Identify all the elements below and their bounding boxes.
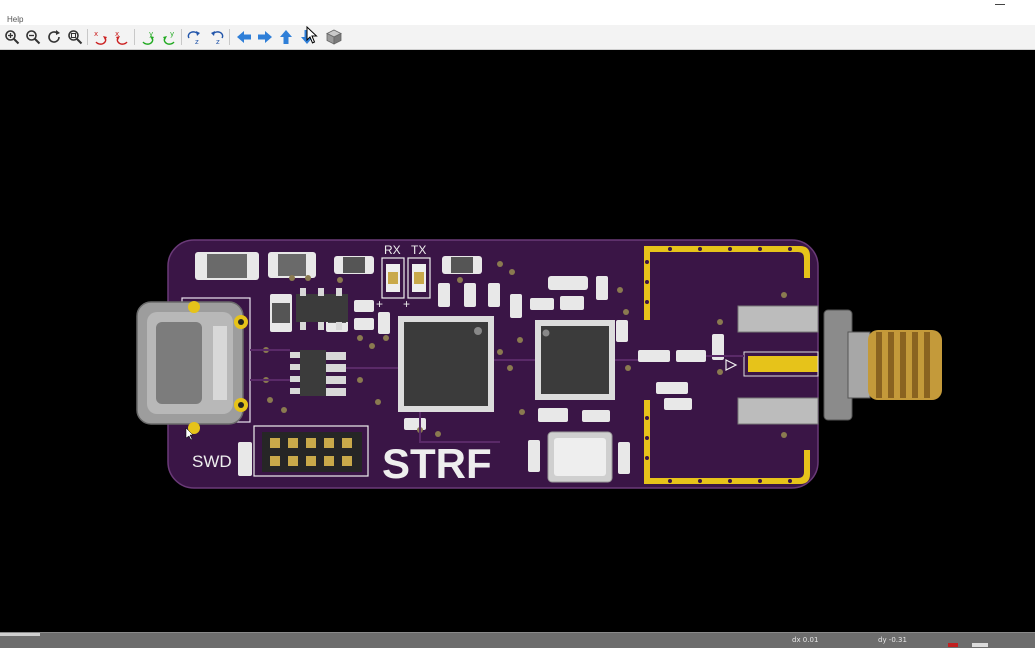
3d-viewport[interactable]: RX TX + + SWD STRF xyxy=(0,50,1035,632)
status-light-indicator xyxy=(972,643,988,647)
status-dx: dx 0.01 xyxy=(792,636,819,644)
rx-label: RX xyxy=(384,243,401,257)
rotate-y-cw-icon[interactable]: y xyxy=(139,28,157,46)
usb-c-connector xyxy=(136,301,248,434)
vias xyxy=(263,261,787,438)
svg-text:y: y xyxy=(149,30,153,38)
sma-thread xyxy=(868,330,942,400)
menu-bar: Help xyxy=(0,0,1035,25)
status-red-indicator xyxy=(948,643,958,647)
rotate-z-cw-icon[interactable]: z xyxy=(186,28,204,46)
svg-text:y: y xyxy=(170,30,174,38)
copper-traces xyxy=(250,349,744,443)
render-progress xyxy=(0,633,40,636)
window-minimize-button[interactable] xyxy=(995,0,1005,5)
rf-antenna-section xyxy=(644,246,942,484)
svg-text:z: z xyxy=(216,38,220,45)
pcb-render: RX TX + + SWD STRF xyxy=(136,239,942,489)
rf-transceiver-chip xyxy=(535,320,615,400)
svg-text:x: x xyxy=(94,30,98,38)
tx-label: TX xyxy=(411,243,426,257)
redraw-icon[interactable] xyxy=(45,28,63,46)
swd-label: SWD xyxy=(192,452,232,471)
svg-text:x: x xyxy=(115,30,119,38)
menu-help[interactable]: Help xyxy=(7,15,24,24)
move-right-icon[interactable] xyxy=(256,28,274,46)
led-plus-left: + xyxy=(376,297,383,311)
brand-label: STRF xyxy=(382,440,492,487)
zoom-in-icon[interactable] xyxy=(3,28,21,46)
move-up-icon[interactable] xyxy=(277,28,295,46)
mcu-chip xyxy=(398,316,494,412)
svg-text:z: z xyxy=(195,38,199,45)
rotate-z-ccw-icon[interactable]: z xyxy=(207,28,225,46)
small-ics xyxy=(290,288,348,396)
viewport-cursor-icon xyxy=(185,427,194,441)
rx-tx-leds: RX TX + + xyxy=(376,243,431,311)
swd-header xyxy=(253,425,369,477)
move-left-icon[interactable] xyxy=(235,28,253,46)
zoom-out-icon[interactable] xyxy=(24,28,42,46)
rotate-x-cw-icon[interactable]: x xyxy=(92,28,110,46)
rotate-y-ccw-icon[interactable]: y xyxy=(160,28,178,46)
led-plus-right: + xyxy=(403,297,410,311)
status-bar: dx 0.01 dy -0.31 xyxy=(0,632,1035,648)
status-dy: dy -0.31 xyxy=(878,636,907,644)
mouse-cursor-icon xyxy=(306,26,318,44)
zoom-fit-icon[interactable] xyxy=(66,28,84,46)
rotate-x-ccw-icon[interactable]: x xyxy=(113,28,131,46)
toolbar: x x y y z z xyxy=(0,25,1035,50)
view-3d-cube-icon[interactable] xyxy=(325,28,343,46)
